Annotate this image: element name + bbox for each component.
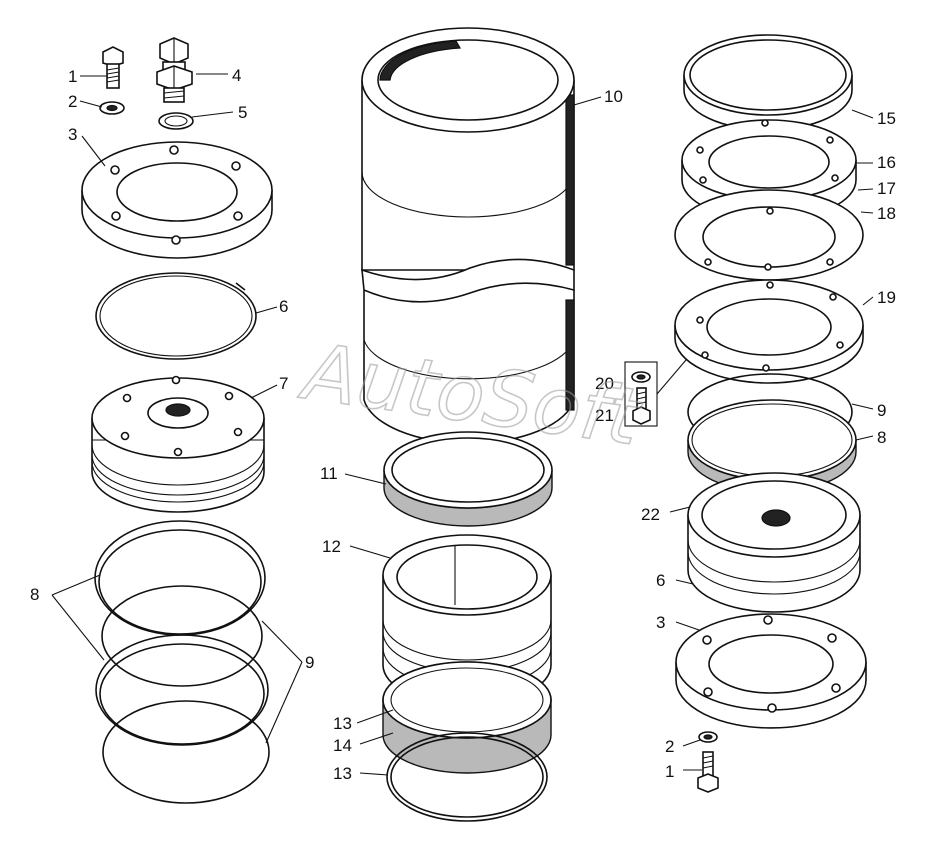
- part-22-piston-head: [687, 472, 861, 613]
- callout-8-left: 8: [30, 585, 39, 604]
- part-7-piston: [91, 375, 265, 513]
- callout-18: 18: [877, 204, 896, 223]
- part-1-bolt-left: [102, 46, 124, 89]
- part-10-cylinder: [361, 27, 575, 444]
- part-6-snap-ring-left: [95, 272, 257, 360]
- part-4-fitting: [156, 37, 193, 103]
- callout-12: 12: [322, 537, 341, 556]
- part-2-washer-left: [99, 101, 125, 115]
- callout-14: 14: [333, 736, 352, 755]
- callout-15: 15: [877, 109, 896, 128]
- callout-6-left: 6: [279, 297, 288, 316]
- part-8-ring-left-lower: [95, 634, 269, 746]
- part-13-oring-bottom: [386, 732, 548, 822]
- callout-2-left: 2: [68, 92, 77, 111]
- callout-1-right: 1: [665, 762, 674, 781]
- callout-17: 17: [877, 179, 896, 198]
- callout-16: 16: [877, 153, 896, 172]
- callout-11: 11: [320, 464, 338, 483]
- callout-13-top: 13: [333, 714, 352, 733]
- callout-22: 22: [641, 505, 660, 524]
- callout-9-left: 9: [305, 653, 314, 672]
- callout-20: 20: [595, 374, 614, 393]
- part-14-wear-ring: [382, 661, 552, 774]
- callout-19: 19: [877, 288, 896, 307]
- callout-10: 10: [604, 87, 623, 106]
- callout-6-right: 6: [656, 571, 665, 590]
- callout-5: 5: [238, 103, 247, 122]
- callout-7: 7: [279, 374, 288, 393]
- part-8-ring-left-upper: [94, 520, 266, 636]
- part-20-21-bolt-and-washer: [624, 361, 658, 427]
- part-1-bolt-right: [697, 751, 719, 793]
- part-17-18-gaskets: [674, 189, 864, 281]
- part-9-oring-left-upper: [101, 585, 263, 687]
- part-15-ring: [683, 34, 853, 131]
- callout-8-right: 8: [877, 428, 886, 447]
- callout-13-bottom: 13: [333, 764, 352, 783]
- part-9-oring-left-lower: [102, 700, 270, 804]
- callout-3-left: 3: [68, 125, 77, 144]
- part-5-seal-ring: [158, 112, 194, 130]
- part-3-flange-right: [675, 613, 867, 729]
- callout-2-right: 2: [665, 737, 674, 756]
- part-2-washer-right: [698, 731, 718, 743]
- callout-3-right: 3: [656, 613, 665, 632]
- part-11-guide-ring: [383, 431, 553, 527]
- callout-9-right: 9: [877, 401, 886, 420]
- part-3-flange-left: [81, 141, 273, 259]
- callout-1-left: 1: [68, 67, 77, 86]
- part-19-plate: [674, 279, 864, 384]
- callout-21: 21: [595, 406, 614, 425]
- leader-lines: [51, 73, 874, 776]
- callout-4: 4: [232, 66, 241, 85]
